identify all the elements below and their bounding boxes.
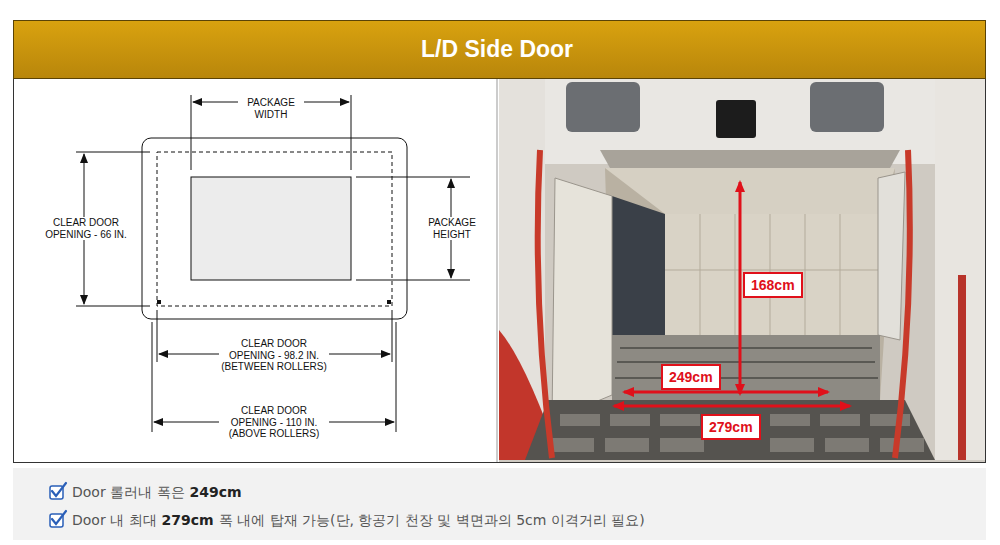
title-text: L/D Side Door xyxy=(421,36,573,63)
dimension-label: PACKAGE WIDTH xyxy=(238,97,304,120)
note-value: 249cm xyxy=(190,484,242,500)
dimension-label: CLEAR DOOR OPENING - 110 IN. (ABOVE ROLL… xyxy=(219,405,329,440)
note-value: 279cm xyxy=(162,512,214,528)
dimension-label: PACKAGE HEIGHT xyxy=(419,217,485,240)
measure-box: 168cm xyxy=(743,272,803,298)
measure-value: 168cm xyxy=(751,277,795,293)
note-row: Door 내 최대 279cm 폭 내에 탑재 가능(단, 항공기 천장 및 벽면과… xyxy=(72,512,645,530)
note-text: Door 롤러내 폭은 xyxy=(72,484,185,502)
measure-box: 249cm xyxy=(661,364,721,390)
dimension-label: CLEAR DOOR OPENING - 66 IN. xyxy=(31,217,141,240)
measure-value: 279cm xyxy=(709,419,753,435)
note-row: Door 롤러내 폭은 249cm xyxy=(72,484,242,502)
dimension-label: CLEAR DOOR OPENING - 98.2 IN. (BETWEEN R… xyxy=(219,338,329,373)
note-text: 폭 내에 탑재 가능(단, 항공기 천장 및 벽면과의 5cm 이격거리 필요) xyxy=(219,512,645,530)
note-text: Door 내 최대 xyxy=(72,512,157,530)
measure-box: 279cm xyxy=(701,414,761,440)
measure-value: 249cm xyxy=(669,369,713,385)
